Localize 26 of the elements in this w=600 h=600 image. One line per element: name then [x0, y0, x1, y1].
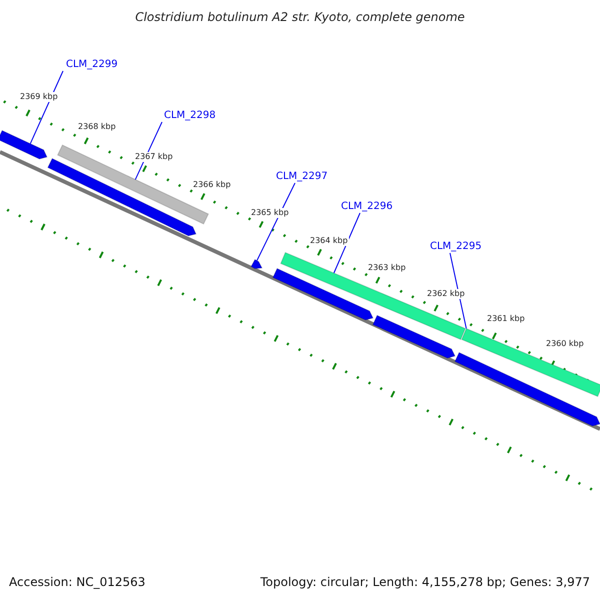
footer-text: Topology: circular; Length: 4,155,278 bp; Genes: 3,977: [260, 576, 590, 588]
scale-label: 2368 kbp: [77, 122, 117, 132]
scale-label: 2363 kbp: [367, 263, 407, 273]
scale-label: 2364 kbp: [309, 236, 349, 246]
gene-feature: [372, 314, 456, 359]
gene-label: CLM_2299: [66, 60, 118, 70]
scale-label: 2361 kbp: [486, 314, 526, 324]
gene-feature: [0, 130, 48, 160]
gene-label: CLM_2297: [276, 172, 328, 182]
gene-feature: [454, 352, 600, 427]
footer-text: Accession: NC_012563: [9, 576, 146, 588]
scale-label: 2360 kbp: [545, 339, 585, 349]
leader-line: [256, 182, 296, 262]
scale-label: 2366 kbp: [192, 180, 232, 190]
gene-label: CLM_2295: [430, 242, 482, 252]
gene-feature: [280, 252, 466, 340]
gene-label: CLM_2298: [164, 111, 216, 121]
scale-label: 2365 kbp: [250, 208, 290, 218]
gene-feature: [461, 328, 600, 398]
gene-feature: [250, 258, 263, 270]
leader-line: [30, 70, 64, 144]
scale-label: 2367 kbp: [134, 152, 174, 162]
scale-label: 2362 kbp: [426, 289, 466, 299]
gene-label: CLM_2296: [341, 202, 393, 212]
diagram-title: Clostridium botulinum A2 str. Kyoto, complete genome: [135, 11, 465, 23]
scale-label: 2369 kbp: [19, 92, 59, 102]
